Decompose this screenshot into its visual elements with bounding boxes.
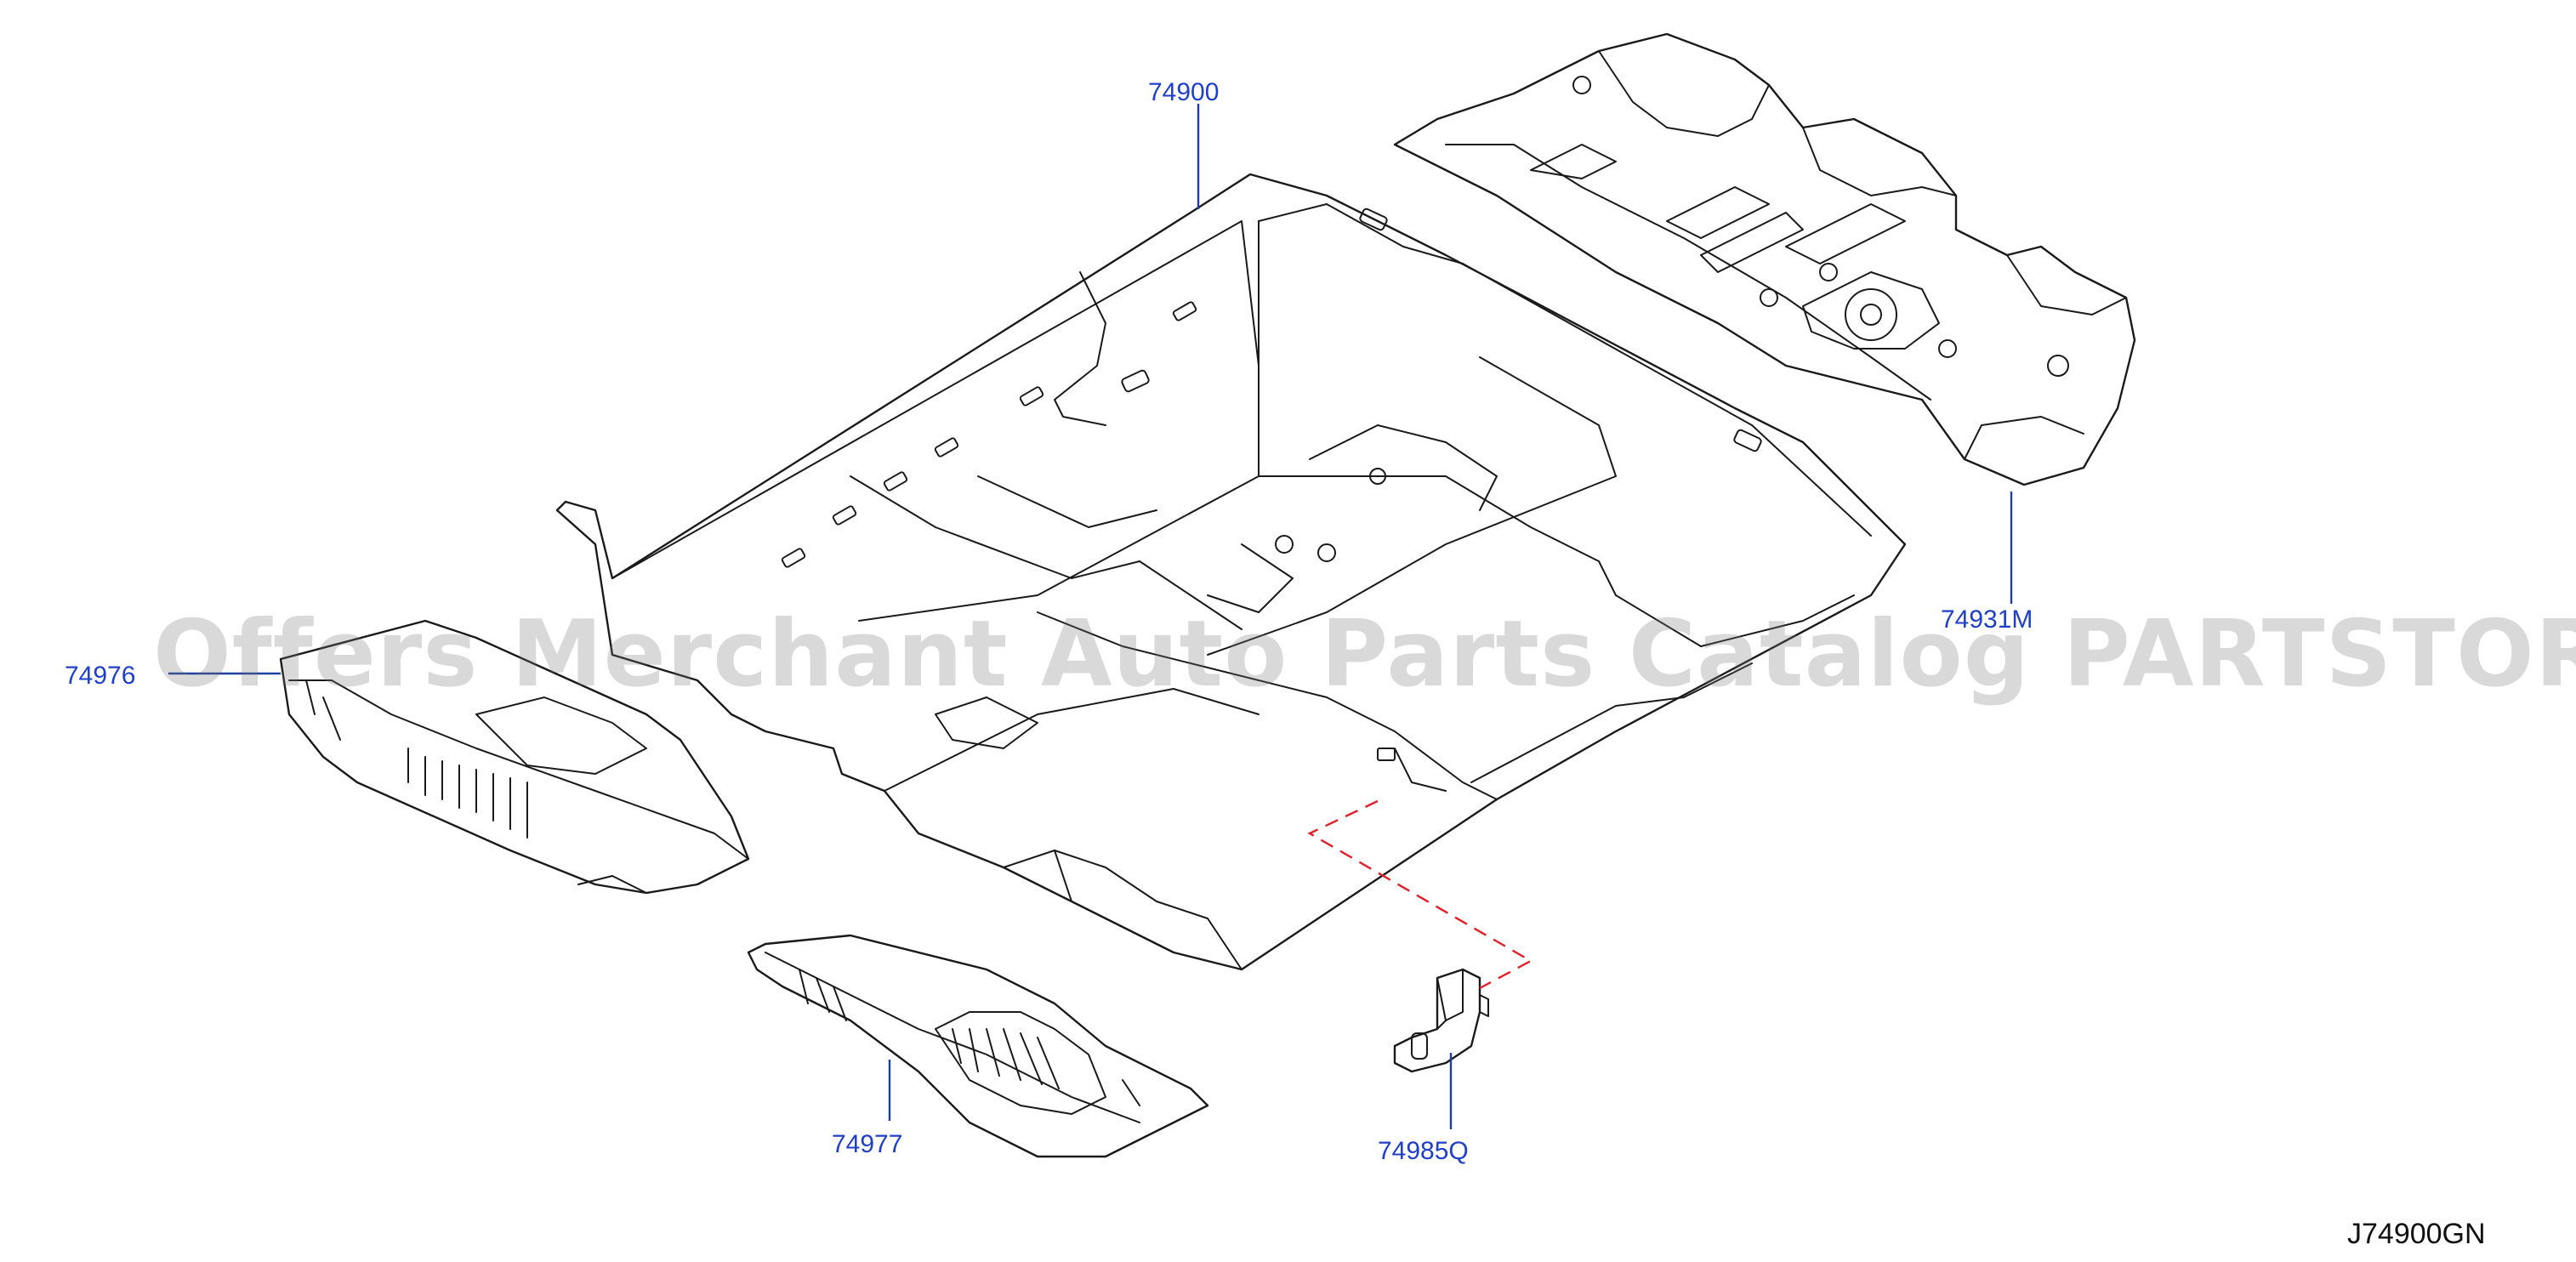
clip-bracket-part[interactable]	[1393, 968, 1489, 1073]
diagram-code: J74900GN	[2347, 1218, 2486, 1250]
callout-74985q[interactable]: 74985Q	[1378, 1137, 1469, 1165]
callout-74976[interactable]: 74976	[65, 662, 135, 690]
rear-carpet-part[interactable]	[1393, 32, 2136, 486]
assembly-guide-dashed	[1307, 799, 1533, 990]
left-insulator-part[interactable]	[279, 619, 750, 895]
right-insulator-part[interactable]	[747, 934, 1209, 1158]
floor-carpet-part[interactable]	[555, 173, 1907, 971]
callout-74931m[interactable]: 74931M	[1941, 605, 2033, 634]
callout-74900[interactable]: 74900	[1148, 78, 1219, 106]
callout-74977[interactable]: 74977	[832, 1130, 902, 1158]
watermark-text: Offers Merchant Auto Parts Catalog PARTS…	[153, 601, 2576, 708]
